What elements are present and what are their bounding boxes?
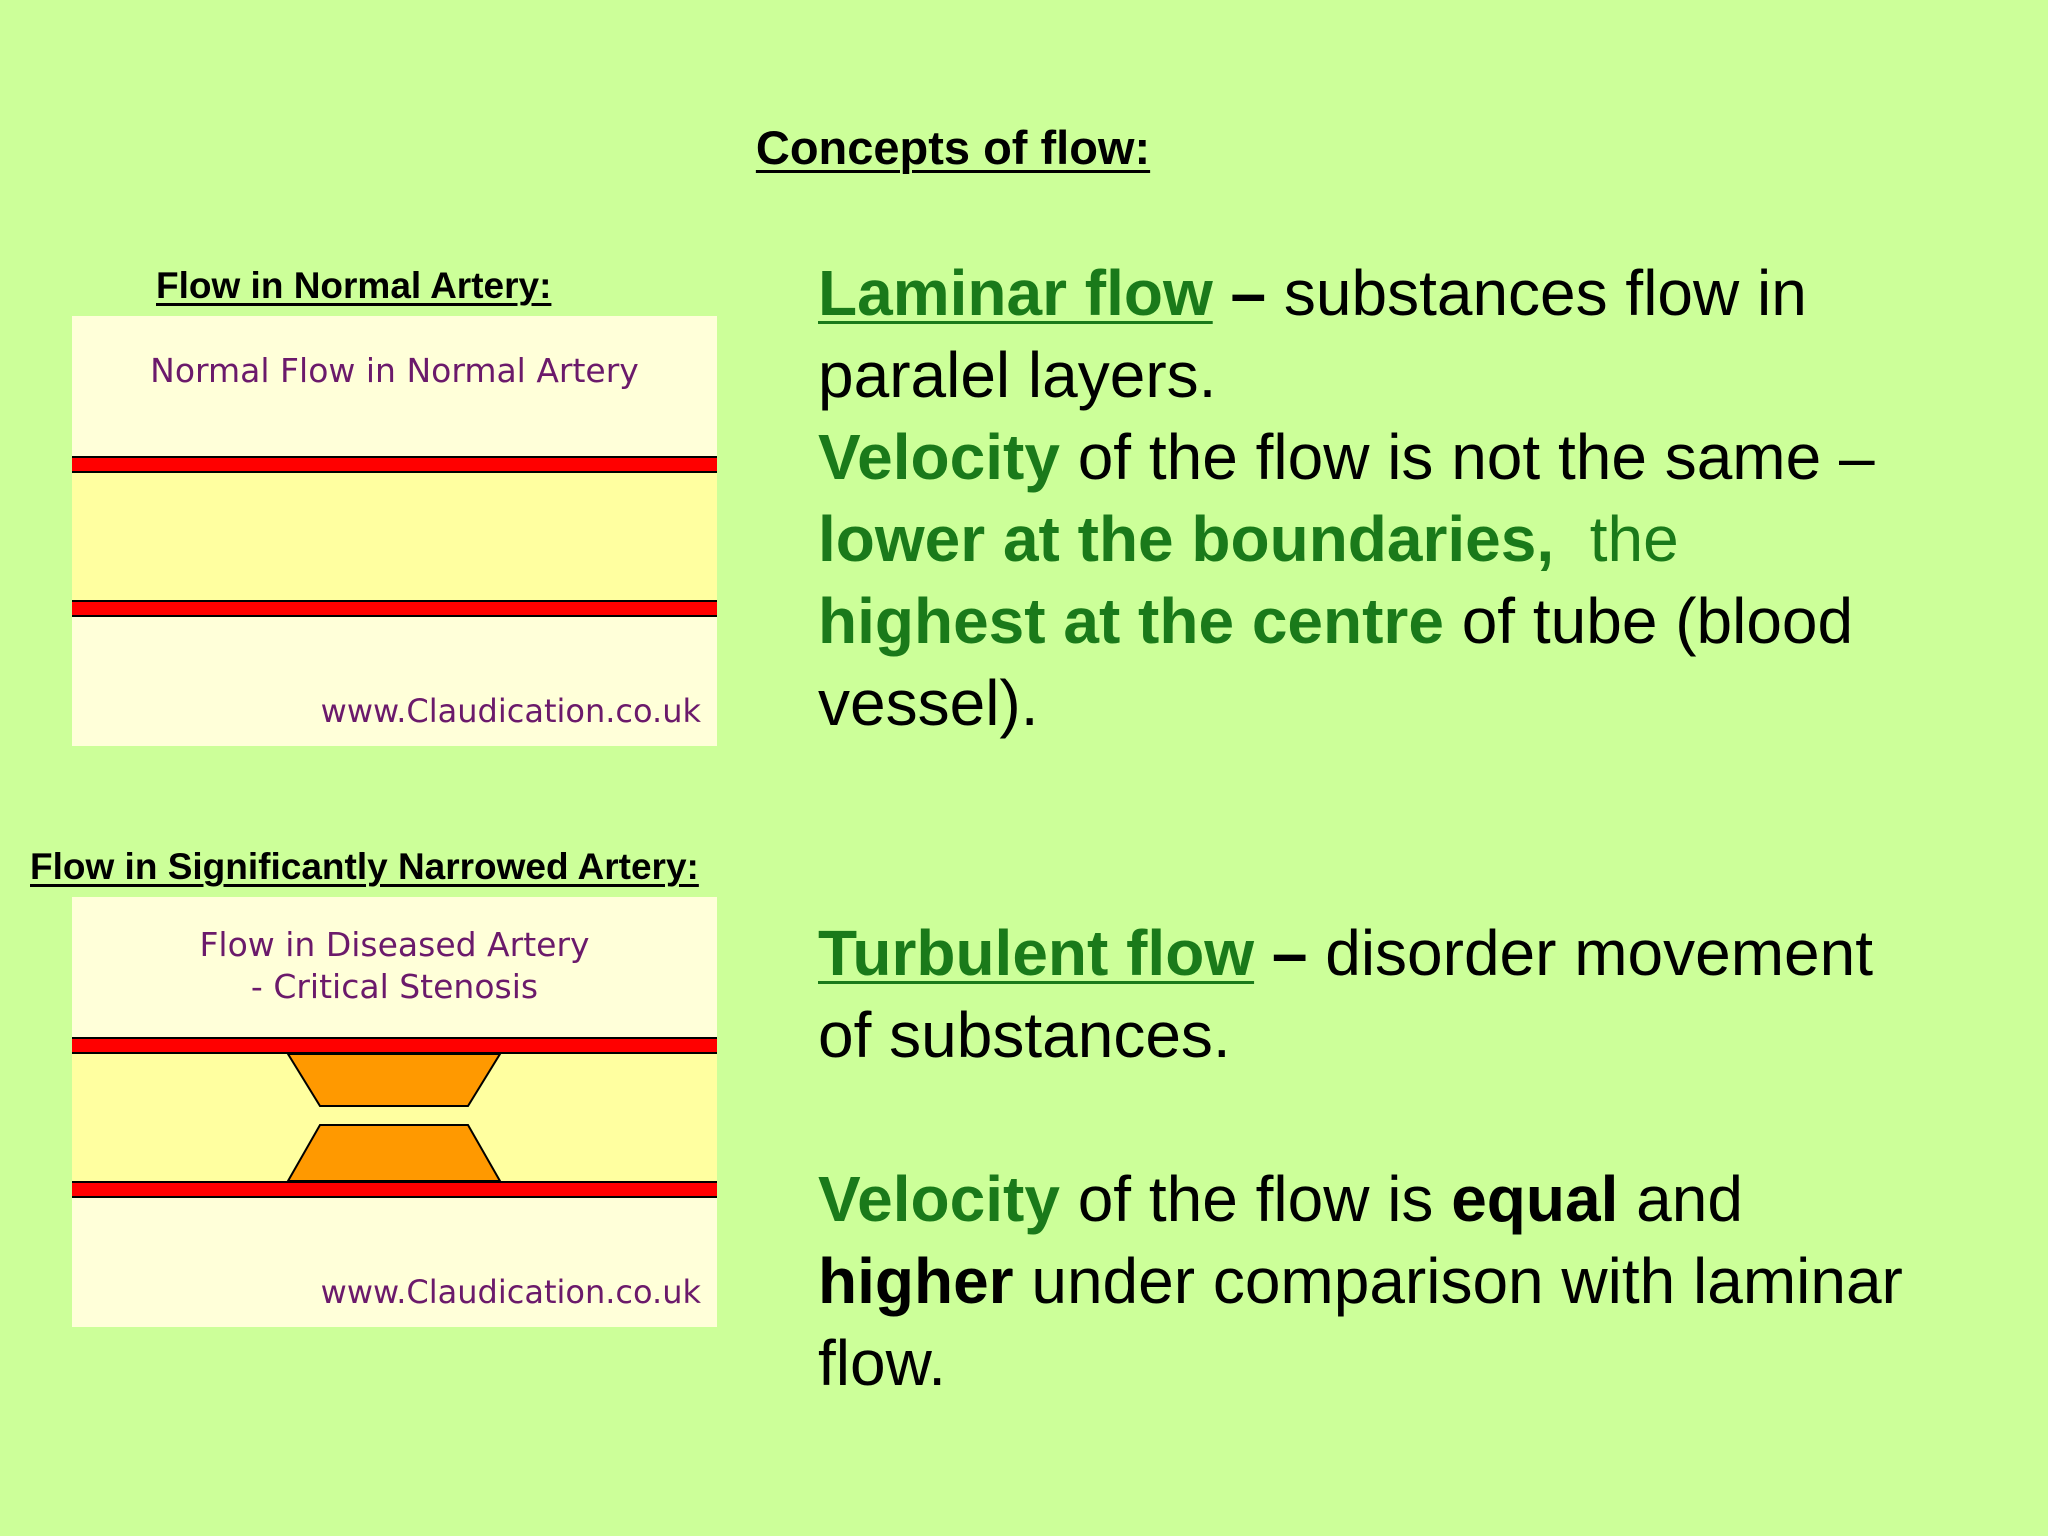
laminar-line-5: highest at the centre of tube (blood (818, 585, 1854, 657)
narrowed-artery-figure-label: Flow in Significantly Narrowed Artery: (30, 846, 699, 887)
turbulent-line-5: flow. (818, 1327, 947, 1399)
stenosis-plaque (286, 1054, 502, 1181)
turbulent-line-2: of substances. (818, 999, 1231, 1071)
laminar-line-4: lower at the boundaries, the (818, 503, 1679, 575)
artery-wall-bottom (72, 1181, 717, 1198)
artery-wall-top (72, 1037, 717, 1054)
narrowed-artery-caption-line1: Flow in Diseased Artery (199, 925, 590, 964)
narrowed-artery-caption-line2: - Critical Stenosis (250, 967, 539, 1006)
spacer (818, 1076, 1903, 1158)
narrowed-artery-url: www.Claudication.co.uk (320, 1273, 701, 1311)
turbulent-line-1: Turbulent flow – disorder movement (818, 917, 1873, 989)
laminar-line-2: paralel layers. (818, 339, 1217, 411)
laminar-flow-text: Laminar flow – substances flow in parale… (818, 252, 1875, 744)
turbulent-flow-term: Turbulent flow (818, 917, 1255, 989)
normal-artery-url: www.Claudication.co.uk (320, 692, 701, 730)
laminar-flow-term: Laminar flow (818, 257, 1213, 329)
normal-artery-figure: Normal Flow in Normal Artery www.Claudic… (72, 316, 717, 746)
laminar-line-1: Laminar flow – substances flow in (818, 257, 1807, 329)
velocity-word: Velocity (818, 421, 1060, 493)
artery-lumen (72, 473, 717, 600)
normal-artery-caption: Normal Flow in Normal Artery (150, 351, 639, 390)
turbulent-line-4: higher under comparison with laminar (818, 1245, 1903, 1317)
artery-wall-top (72, 456, 717, 473)
laminar-line-3: Velocity of the flow is not the same – (818, 421, 1875, 493)
velocity-word: Velocity (818, 1163, 1060, 1235)
slide-title: Concepts of flow: (755, 121, 1151, 174)
turbulent-flow-text: Turbulent flow – disorder movement of su… (818, 912, 1903, 1404)
normal-artery-figure-label: Flow in Normal Artery: (156, 265, 552, 306)
laminar-line-6: vessel). (818, 667, 1039, 739)
narrowed-artery-figure: Flow in Diseased Artery - Critical Steno… (72, 897, 717, 1327)
turbulent-line-3: Velocity of the flow is equal and (818, 1163, 1743, 1235)
artery-wall-bottom (72, 600, 717, 617)
